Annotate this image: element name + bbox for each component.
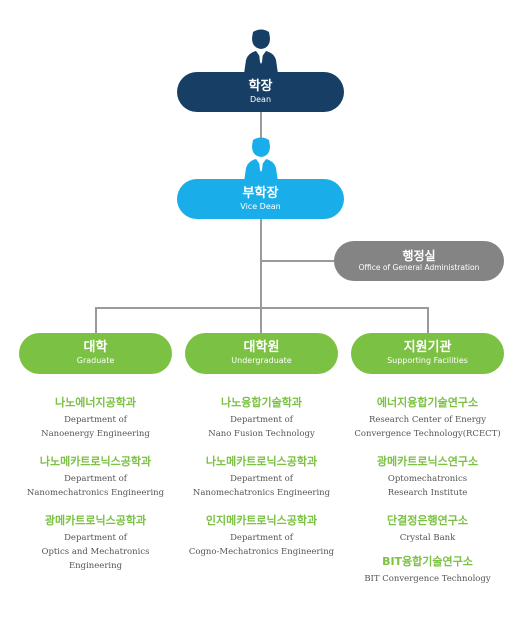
facility-name-ko: BIT융합기술연구소 [382,555,473,568]
facility-name-en-line: BIT Convergence Technology [364,574,491,584]
list-item: 에너지융합기술연구소 Research Center of Energy Con… [340,395,515,441]
undergraduate-box: 대학원 Undergraduate [185,333,338,374]
list-item: 나노메카트로닉스공학과 Department of Nanomechatroni… [174,454,349,500]
connector-col2 [260,307,262,334]
undergraduate-title-ko: 대학원 [243,340,280,356]
list-item: 광메카트로닉스연구소 Optomechatronics Research Ins… [340,454,515,500]
connector-admin-branch [261,260,335,262]
supporting-facilities-title-en: Supporting Facilities [387,356,468,366]
department-name-en-line: Department of [64,415,127,425]
vice-dean-box: 부학장 Vice Dean [177,179,344,219]
department-name-en-line: Department of [64,474,127,484]
graduate-box: 대학 Graduate [19,333,172,374]
supporting-facilities-list: 에너지융합기술연구소 Research Center of Energy Con… [340,395,515,599]
connector-horizontal-bus [95,307,429,309]
department-name-en-line: Nanoenergy Engineering [41,429,150,439]
department-name-en-line: Cogno-Mechatronics Engineering [188,547,335,557]
department-name-ko: 나노융합기술학과 [221,396,302,409]
admin-office-title-en: Office of General Administration [358,263,480,273]
list-item: 나노메카트로닉스공학과 Department of Nanomechatroni… [8,454,183,500]
graduate-title-ko: 대학 [83,340,108,356]
facility-name-en-line: Research Center of Energy [368,415,487,425]
department-name-en-line: Nano Fusion Technology [208,429,315,439]
vice-dean-title-ko: 부학장 [242,185,279,201]
connector-col3 [427,307,429,334]
department-name-en-line: Department of [230,415,293,425]
facility-name-ko: 에너지융합기술연구소 [376,396,479,409]
department-name-en-line: Department of [230,533,293,543]
department-name-en-line: Nanomechatronics Engineering [192,488,331,498]
department-name-ko: 광메카트로닉스공학과 [44,514,147,527]
department-name-ko: 인지메카트로닉스공학과 [205,514,318,527]
department-name-ko: 나노에너지공학과 [55,396,136,409]
supporting-facilities-title-ko: 지원기관 [403,340,452,356]
list-item: BIT융합기술연구소 BIT Convergence Technology [340,554,515,586]
undergraduate-department-list: 나노융합기술학과 Department of Nano Fusion Techn… [174,395,349,572]
department-name-en-line: Department of [64,533,127,543]
connector-dean-vice [260,112,262,152]
facility-name-en-line: Optomechatronics [387,474,468,484]
connector-vice-down [260,219,262,308]
person-icon-vice-dean [244,137,278,182]
department-name-ko: 나노메카트로닉스공학과 [39,455,152,468]
department-name-en-line: Department of [230,474,293,484]
admin-office-box: 행정실 Office of General Administration [334,241,504,281]
list-item: 나노에너지공학과 Department of Nanoenergy Engine… [8,395,183,441]
person-icon-dean [244,29,278,74]
facility-name-ko: 광메카트로닉스연구소 [376,455,479,468]
graduate-department-list: 나노에너지공학과 Department of Nanoenergy Engine… [8,395,183,586]
facility-name-ko: 단결정은행연구소 [387,514,468,527]
list-item: 나노융합기술학과 Department of Nano Fusion Techn… [174,395,349,441]
department-name-ko: 나노메카트로닉스공학과 [205,455,318,468]
facility-name-en-line: Research Institute [387,488,468,498]
department-name-en-line: Nanomechatronics Engineering [26,488,165,498]
list-item: 광메카트로닉스공학과 Department of Optics and Mech… [8,513,183,573]
dean-title-ko: 학장 [248,78,273,94]
dean-box: 학장 Dean [177,72,344,112]
facility-name-en-line: Convergence Technology(RCECT) [354,429,501,439]
list-item: 인지메카트로닉스공학과 Department of Cogno-Mechatro… [174,513,349,559]
undergraduate-title-en: Undergraduate [231,356,292,366]
department-name-en-line: Optics and Mechatronics [41,547,150,557]
graduate-title-en: Graduate [76,356,115,366]
department-name-en-line: Engineering [68,561,123,571]
supporting-facilities-box: 지원기관 Supporting Facilities [351,333,504,374]
vice-dean-title-en: Vice Dean [240,201,281,211]
connector-col1 [95,307,97,334]
list-item: 단결정은행연구소 Crystal Bank [340,513,515,545]
facility-name-en-line: Crystal Bank [399,533,456,543]
admin-office-title-ko: 행정실 [402,248,436,263]
dean-title-en: Dean [249,94,272,104]
